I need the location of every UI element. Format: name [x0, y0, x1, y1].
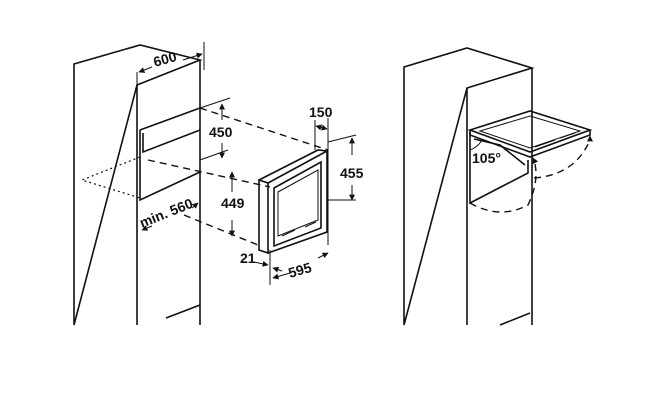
device-width-label: 595 — [286, 259, 313, 281]
door-angle-label: 105° — [472, 150, 501, 166]
right-cabinet — [403, 47, 535, 326]
device-height-label: 455 — [340, 165, 364, 181]
dimension-lines — [136, 42, 357, 285]
opening-height-label: 449 — [221, 195, 245, 211]
cabinet-width-label: 600 — [151, 48, 178, 70]
left-cabinet — [73, 44, 203, 326]
panel-depth-label: 150 — [309, 104, 333, 120]
open-oven-door — [467, 110, 593, 213]
niche-height-label: 450 — [209, 124, 233, 140]
front-offset-label: 21 — [240, 250, 256, 266]
oven-device — [258, 149, 328, 255]
niche-depth-label: min. 560 — [137, 195, 195, 231]
